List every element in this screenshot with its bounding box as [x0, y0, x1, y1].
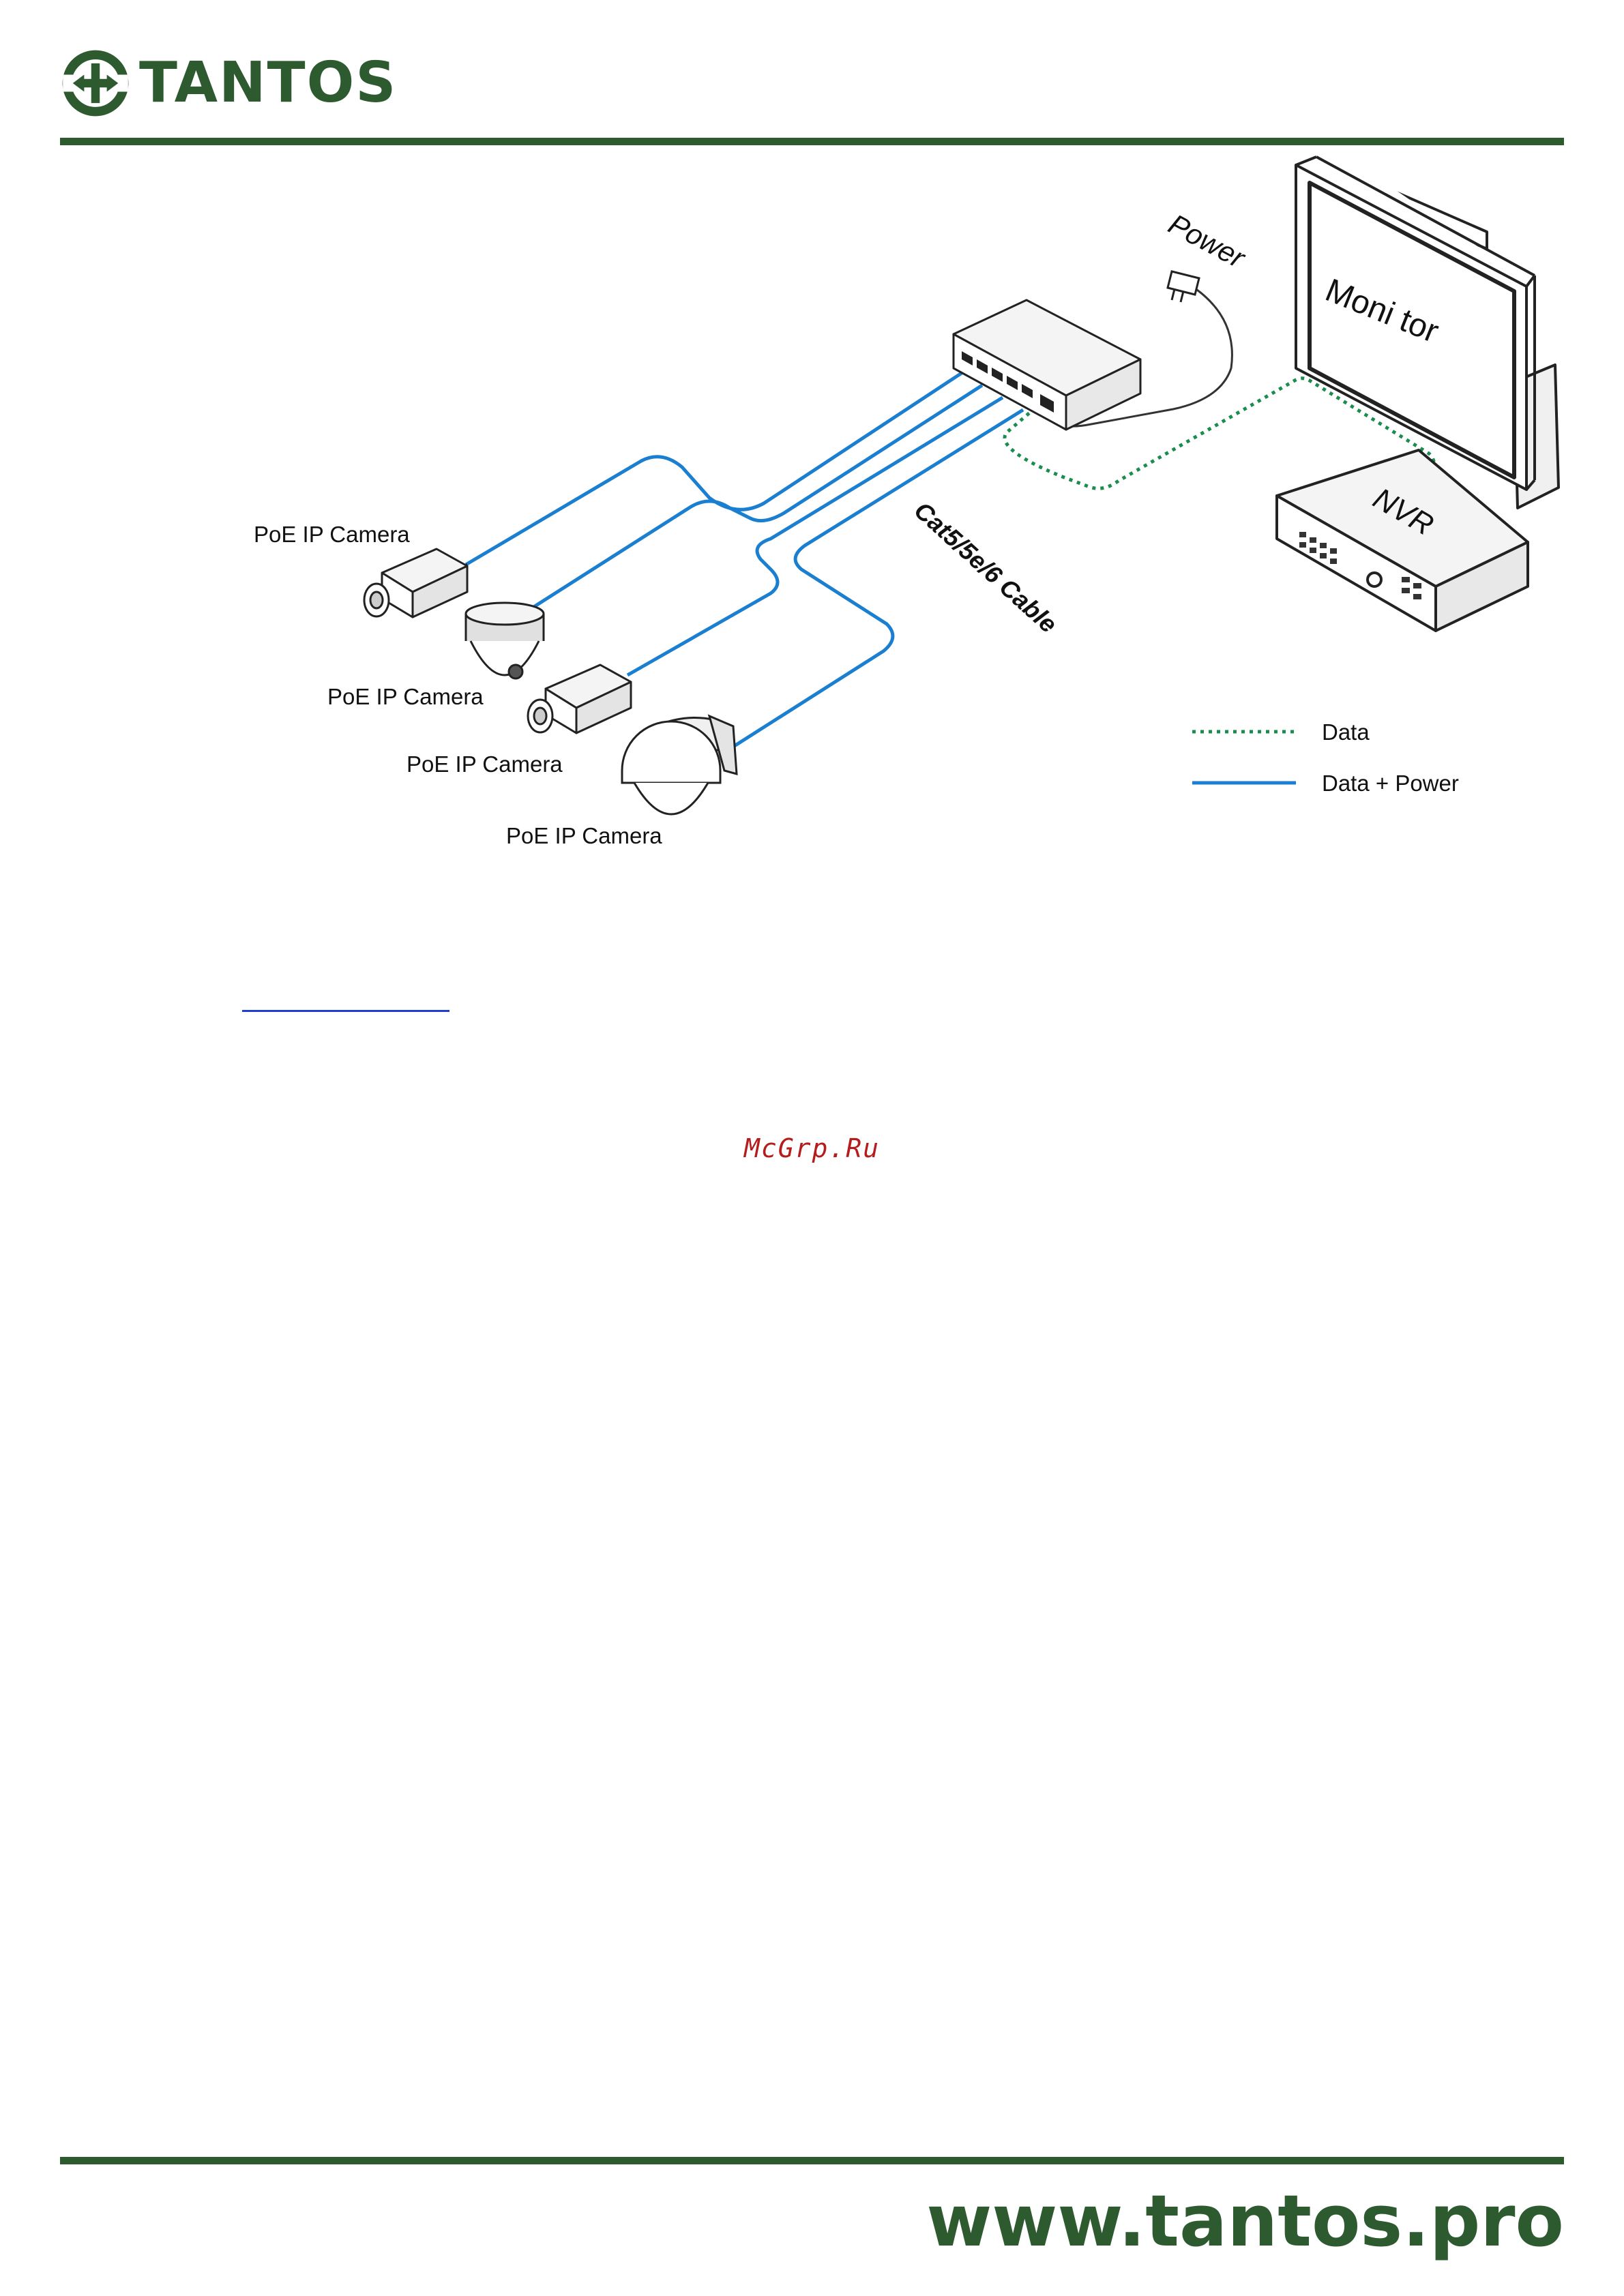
footer-rule — [60, 2157, 1564, 2164]
speed-dome-camera-icon — [622, 716, 737, 814]
camera-label: PoE IP Camera — [506, 823, 662, 848]
legend-data-label: Data — [1322, 719, 1370, 745]
camera-label: PoE IP Camera — [254, 522, 410, 547]
dome-camera-icon — [466, 603, 544, 679]
hyperlink-underline[interactable] — [242, 1010, 449, 1012]
diagram-labels: PoE IP Camera PoE IP Camera PoE IP Camer… — [254, 207, 1444, 848]
tantos-logo-icon — [60, 48, 131, 119]
brand-name: TANTOS — [139, 55, 397, 111]
legend-data-power-label: Data + Power — [1322, 771, 1459, 796]
power-adapter-icon — [1168, 271, 1199, 302]
header-rule — [60, 138, 1564, 145]
cable-label: Cat5/5e/6 Cable — [909, 496, 1063, 638]
camera-label: PoE IP Camera — [327, 684, 484, 709]
box-camera-icon — [528, 665, 631, 733]
box-camera-icon — [364, 549, 467, 617]
brand-header: TANTOS — [60, 48, 397, 119]
website-link[interactable]: www.tantos.pro — [926, 2182, 1564, 2260]
legend: Data Data + Power — [1192, 719, 1459, 796]
poe-connection-diagram: PoE IP Camera PoE IP Camera PoE IP Camer… — [0, 150, 1624, 873]
nvr-icon — [1277, 450, 1528, 631]
camera-label: PoE IP Camera — [407, 751, 563, 777]
power-label: Power — [1164, 207, 1252, 274]
watermark-text: McGrp.Ru — [0, 1133, 1624, 1163]
